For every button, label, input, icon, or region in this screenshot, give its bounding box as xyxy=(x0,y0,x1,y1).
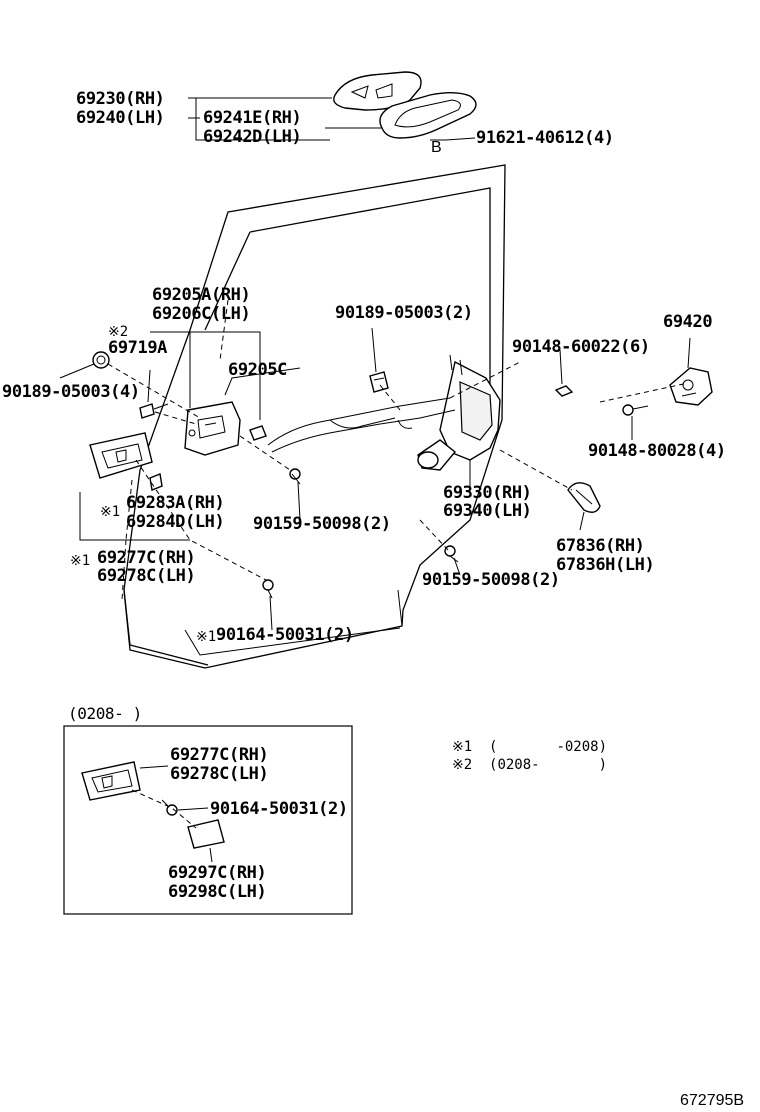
label-90189-top: 90189-05003(2) xyxy=(335,303,473,323)
label-90159-a: 90159-50098(2) xyxy=(253,514,391,534)
inset-label-69297c: 69297C(RH) xyxy=(168,863,266,883)
label-91621: 91621-40612(4) xyxy=(476,128,614,148)
screw-69719a xyxy=(139,403,169,419)
label-69284d: 69284D(LH) xyxy=(126,512,224,532)
label-69340: 69340(LH) xyxy=(443,501,532,521)
note-mark-1c: ※1 xyxy=(196,629,216,645)
inset-cap xyxy=(187,819,225,849)
inset-label-69298c: 69298C(LH) xyxy=(168,882,266,902)
label-90159-b: 90159-50098(2) xyxy=(422,570,560,590)
label-67836: 67836(RH) xyxy=(556,536,645,556)
inside-handle-assembly xyxy=(184,401,241,456)
label-69205c: 69205C xyxy=(228,360,287,380)
note-mark-1b: ※1 xyxy=(70,553,90,569)
handle-frame xyxy=(379,92,477,139)
label-69330: 69330(RH) xyxy=(443,483,532,503)
inside-handle-bezel xyxy=(89,432,153,479)
screw-90189-top xyxy=(369,371,389,393)
note-2: ※2 (0208- ) xyxy=(452,757,607,773)
outside-handle xyxy=(333,71,422,111)
inset-label-69277c: 69277C(RH) xyxy=(170,745,268,765)
label-90164: 90164-50031(2) xyxy=(216,625,354,645)
label-69242d: 69242D(LH) xyxy=(203,127,301,147)
screw-90164 xyxy=(262,579,274,599)
inset-screw xyxy=(161,799,178,816)
screw-90148-60022 xyxy=(554,385,574,397)
inset-bezel xyxy=(81,761,141,801)
bezel-cap-69283a xyxy=(149,473,163,491)
screw-90148-80028 xyxy=(622,404,649,416)
label-69240: 69240(LH) xyxy=(76,108,165,128)
door-frame-outline xyxy=(123,164,506,669)
diagram-code: 672795B xyxy=(680,1092,744,1109)
label-69719a: 69719A xyxy=(108,338,167,358)
screw-90159-a xyxy=(289,468,301,485)
inset-period: (0208- ) xyxy=(68,704,142,723)
lock-cables xyxy=(267,397,456,453)
screw-90189-left xyxy=(92,351,110,369)
label-69283a: 69283A(RH) xyxy=(126,493,224,513)
inset-label-90164: 90164-50031(2) xyxy=(210,799,348,819)
label-69205a: 69205A(RH) xyxy=(152,285,250,305)
inset-frame xyxy=(63,725,353,915)
label-90148-60022: 90148-60022(6) xyxy=(512,337,650,357)
door-striker xyxy=(669,367,713,406)
label-69206c: 69206C(LH) xyxy=(152,304,250,324)
label-69241e: 69241E(RH) xyxy=(203,108,301,128)
inset-label-69278c: 69278C(LH) xyxy=(170,764,268,784)
label-69277c: 69277C(RH) xyxy=(97,548,195,568)
note-mark-1a: ※1 xyxy=(100,504,120,520)
note-1: ※1 ( -0208) xyxy=(452,739,607,755)
label-69278c: 69278C(LH) xyxy=(97,566,195,586)
marker-b: B xyxy=(431,139,442,156)
note-mark-2: ※2 xyxy=(108,324,128,340)
label-69230: 69230(RH) xyxy=(76,89,165,109)
door-lock-assembly xyxy=(417,354,501,471)
label-90148-80028: 90148-80028(4) xyxy=(588,441,726,461)
label-69420: 69420 xyxy=(663,312,712,332)
grommet-67836 xyxy=(567,482,601,513)
clip-69205c xyxy=(249,425,267,441)
label-67836h: 67836H(LH) xyxy=(556,555,654,575)
label-90189-left: 90189-05003(4) xyxy=(2,382,140,402)
